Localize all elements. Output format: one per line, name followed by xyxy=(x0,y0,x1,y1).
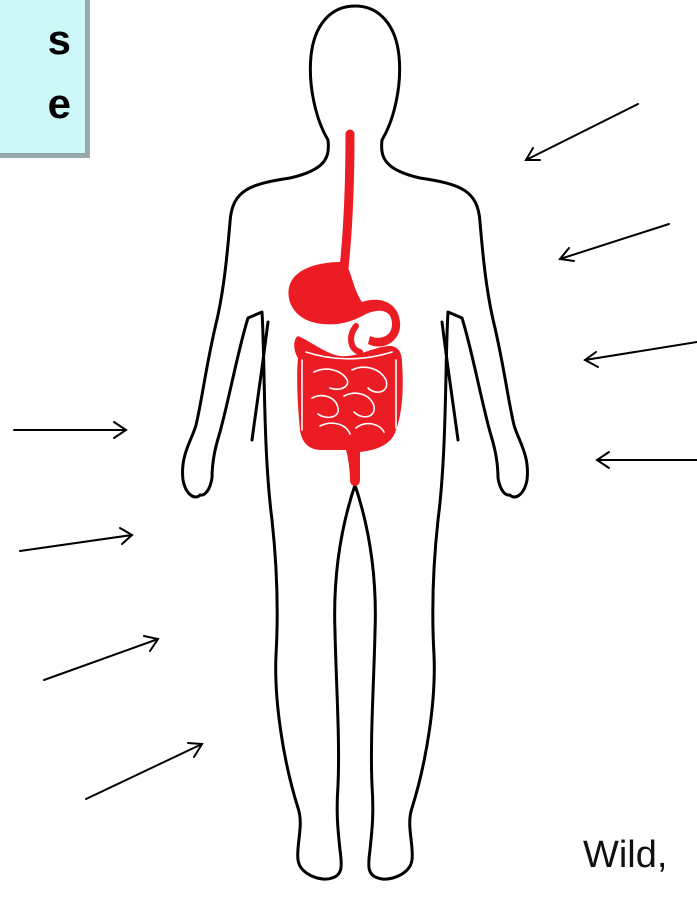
digestive-system xyxy=(288,134,402,486)
arrow-right-4 xyxy=(597,452,697,468)
arrow-right-1 xyxy=(526,104,638,160)
caption-text: Wild, xyxy=(583,833,667,877)
arrow-left-3 xyxy=(44,636,158,680)
duodenum xyxy=(351,326,360,352)
label-box: s e xyxy=(0,0,86,154)
label-box-line-1: s xyxy=(48,19,71,61)
arrow-right-2 xyxy=(560,224,669,261)
label-box-line-2: e xyxy=(48,83,71,125)
arrow-left-4 xyxy=(86,743,202,799)
arrow-left-1 xyxy=(14,422,126,438)
arrow-right-3 xyxy=(585,342,697,367)
esophagus xyxy=(344,134,350,268)
arrow-left-2 xyxy=(20,528,132,551)
stomach xyxy=(288,262,400,347)
right-arrows xyxy=(526,104,697,468)
left-arrows xyxy=(14,422,202,799)
